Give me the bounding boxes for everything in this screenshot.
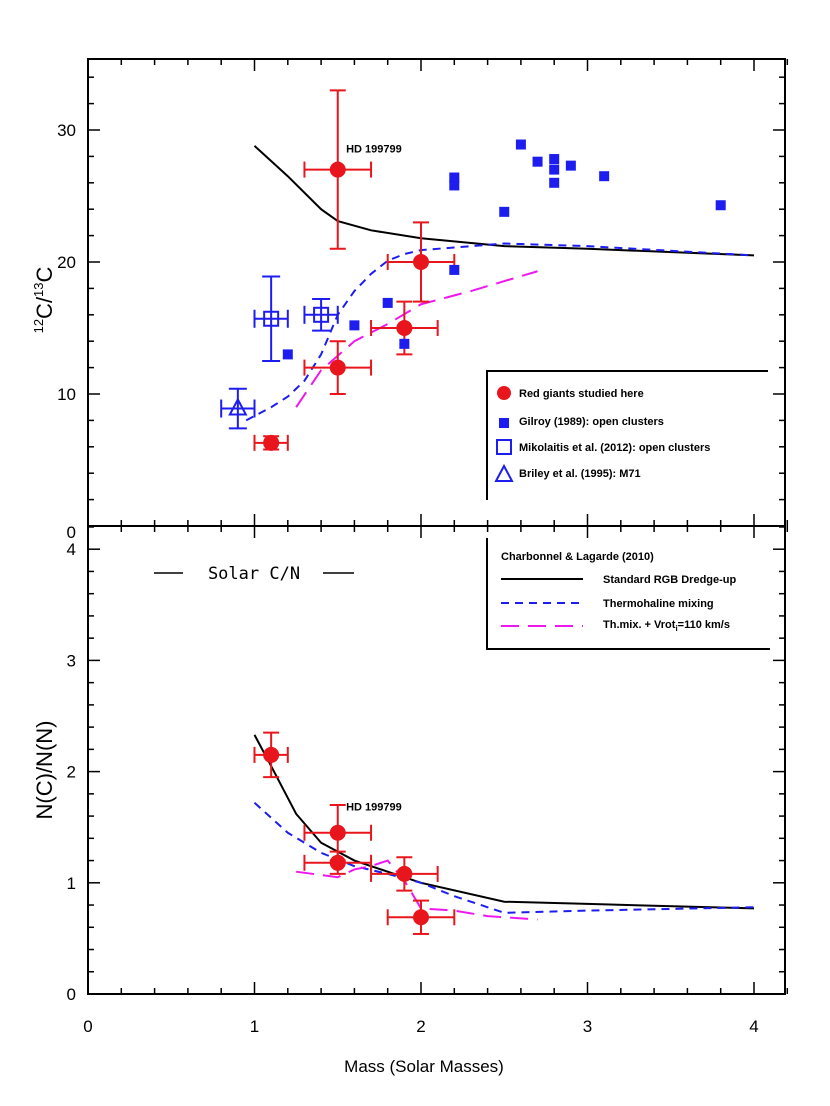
top-panel: 10 20 30 0 HD 199799 12C/13C Red giants stu… — [31, 58, 789, 542]
bottom-red-giant-point — [329, 824, 346, 841]
bottom-y-tick-label: 2 — [67, 763, 76, 782]
legend-gilroy-marker — [499, 418, 509, 428]
top-red-giant-point — [329, 359, 346, 376]
top-y-tick-label: 30 — [57, 121, 76, 140]
legend-rotation-sub: i — [675, 624, 677, 633]
top-longdash-model-line — [295, 270, 538, 408]
legend-thermohaline-label: Thermohaline mixing — [603, 598, 714, 610]
bottom-red-giant-point — [413, 909, 429, 926]
top-mikolaitis-point — [263, 310, 280, 327]
legend-gilroy-label: Gilroy (1989): open clusters — [519, 416, 664, 428]
x-tick-label: 1 — [250, 1017, 259, 1036]
legend-rotation-main: Th.mix. + Vrot — [603, 619, 676, 631]
top-mikolaitis-point — [313, 306, 330, 323]
x-tick-label: 4 — [749, 1017, 758, 1036]
top-red-giant-point — [329, 161, 346, 178]
top-red-giant-point — [396, 320, 413, 336]
top-panel-ticks — [87, 59, 789, 527]
solar-cn-label: Solar C/N — [208, 564, 300, 584]
x-tick-label: 2 — [416, 1017, 425, 1036]
top-gilroy-point — [449, 264, 460, 275]
top-y-axis-label: 12C/13C — [31, 266, 57, 333]
top-gilroy-point — [349, 320, 360, 331]
bottom-panel-ticks — [87, 526, 789, 995]
top-solid-model-line — [253, 145, 755, 257]
top-gilroy-point — [715, 200, 726, 211]
top-gilroy-point — [499, 206, 510, 217]
top-legend-frame — [486, 370, 768, 500]
top-gilroy-point — [565, 160, 576, 171]
top-y-label-sup1: 12 — [31, 319, 46, 333]
bottom-y-tick-label: 1 — [67, 874, 76, 893]
top-data-points — [220, 89, 726, 451]
top-y-tick-label: 20 — [57, 253, 76, 272]
top-y-tick-labels: 10 20 30 0 — [57, 121, 76, 542]
bottom-y-tick-label: 3 — [67, 651, 76, 670]
bottom-model-lines — [253, 734, 755, 921]
bottom-y-tick-label: 0 — [67, 985, 76, 1004]
x-tick-label: 3 — [583, 1017, 592, 1036]
legend-rotation-label: Th.mix. + Vroti=110 km/s — [603, 619, 730, 633]
x-tick-labels: 0 1 2 3 4 — [83, 1017, 758, 1036]
legend-rotation-tail: =110 km/s — [678, 619, 730, 631]
top-red-giant-point — [413, 254, 429, 270]
top-plot-frame — [87, 58, 786, 527]
bottom-longdash-model-line — [295, 859, 538, 921]
legend-red-giants-label: Red giants studied here — [519, 388, 644, 400]
legend-briley-label: Briley et al. (1995): M71 — [519, 468, 641, 480]
legend-briley-marker — [494, 463, 514, 482]
top-gilroy-point — [549, 177, 560, 188]
legend-red-giants-marker — [497, 386, 511, 400]
bottom-panel: 0 1 2 3 4 0 1 2 3 4 HD 199799 N(C)/N(N) Mass (So… — [32, 525, 789, 1076]
bottom-y-tick-labels: 0 1 2 3 4 — [67, 540, 76, 1004]
top-gilroy-point — [449, 180, 460, 191]
top-annotation-hd199799: HD 199799 — [346, 143, 402, 155]
top-gilroy-point — [282, 349, 293, 360]
top-y-label-sup2: 13 — [31, 282, 46, 296]
bottom-dashed-model-line — [253, 801, 755, 914]
bottom-red-giant-point — [329, 854, 346, 871]
top-dashed-model-line — [245, 242, 755, 422]
legend-mikolaitis-label: Mikolaitis et al. (2012): open clusters — [519, 442, 710, 454]
bottom-solid-model-line — [253, 734, 755, 910]
legend-title: Charbonnel & Lagarde (2010) — [501, 551, 654, 563]
bottom-legend: Charbonnel & Lagarde (2010) Standard RGB… — [486, 538, 770, 650]
legend-mikolaitis-marker — [496, 439, 512, 455]
bottom-red-giant-point — [396, 865, 413, 882]
top-briley-point — [228, 397, 248, 416]
bottom-y-tick-label: 4 — [67, 540, 76, 559]
top-gilroy-point — [599, 171, 610, 182]
x-tick-label: 0 — [83, 1017, 92, 1036]
top-red-giant-point — [263, 434, 280, 451]
top-gilroy-point — [399, 338, 410, 349]
top-y-label-main1: C/ — [32, 296, 57, 319]
top-gilroy-point — [449, 172, 460, 183]
bottom-red-giant-point — [263, 746, 280, 763]
top-gilroy-point — [549, 164, 560, 175]
bottom-y-axis-label: N(C)/N(N) — [32, 721, 57, 820]
legend-standard-label: Standard RGB Dredge-up — [603, 574, 737, 586]
bottom-legend-frame — [486, 538, 770, 650]
top-legend: Red giants studied here Gilroy (1989): o… — [486, 370, 768, 500]
bottom-data-points — [253, 731, 456, 935]
bottom-plot-frame — [87, 525, 786, 995]
top-gilroy-point — [532, 156, 543, 167]
top-gilroy-point — [515, 139, 526, 150]
top-y-tick-label-zero: 0 — [67, 523, 76, 542]
bottom-annotation-hd199799: HD 199799 — [346, 802, 402, 814]
top-gilroy-point — [549, 154, 560, 165]
top-gilroy-point — [382, 297, 393, 308]
top-y-label-main2: C — [32, 266, 57, 282]
top-model-lines — [245, 145, 755, 422]
x-axis-label: Mass (Solar Masses) — [344, 1057, 504, 1076]
top-y-tick-label: 10 — [57, 385, 76, 404]
